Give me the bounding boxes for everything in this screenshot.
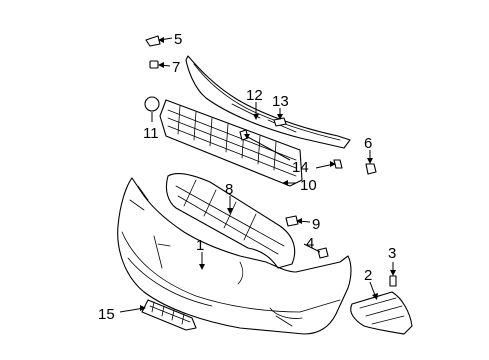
cap-11-icon [144, 96, 160, 112]
clip-6-icon [365, 163, 377, 175]
callout-8: 8 [225, 181, 233, 198]
callout-11: 11 [143, 125, 159, 142]
clip-5-icon [145, 35, 161, 47]
callout-13: 13 [272, 93, 289, 110]
upper-reinforcement [185, 55, 351, 149]
callout-14: 14 [292, 159, 309, 176]
fasteners [144, 35, 397, 287]
callout-12: 12 [246, 87, 263, 104]
energy-absorber-grille [159, 99, 303, 187]
leader-lines [119, 37, 396, 313]
clip-12-icon [239, 129, 249, 141]
callout-3: 3 [388, 245, 396, 262]
callout-7: 7 [172, 59, 180, 76]
clip-9-icon [285, 215, 299, 227]
air-deflector [350, 291, 413, 335]
callout-labels: 5 7 11 12 13 6 14 10 8 9 4 1 3 2 15 [98, 31, 396, 323]
lower-grille [141, 299, 197, 331]
callout-5: 5 [174, 31, 182, 48]
screw-4-icon [317, 247, 329, 259]
clip-14-icon [333, 159, 343, 169]
impact-bar [165, 173, 296, 269]
bumper-fascia [117, 177, 352, 335]
callout-2: 2 [364, 267, 372, 284]
callout-15: 15 [98, 306, 115, 323]
nut-7-icon [149, 60, 159, 69]
screw-3-icon [389, 275, 397, 287]
callout-4: 4 [306, 235, 314, 252]
callout-9: 9 [312, 216, 320, 233]
callout-10: 10 [300, 177, 317, 194]
callout-6: 6 [364, 135, 372, 152]
callout-1: 1 [196, 237, 204, 254]
